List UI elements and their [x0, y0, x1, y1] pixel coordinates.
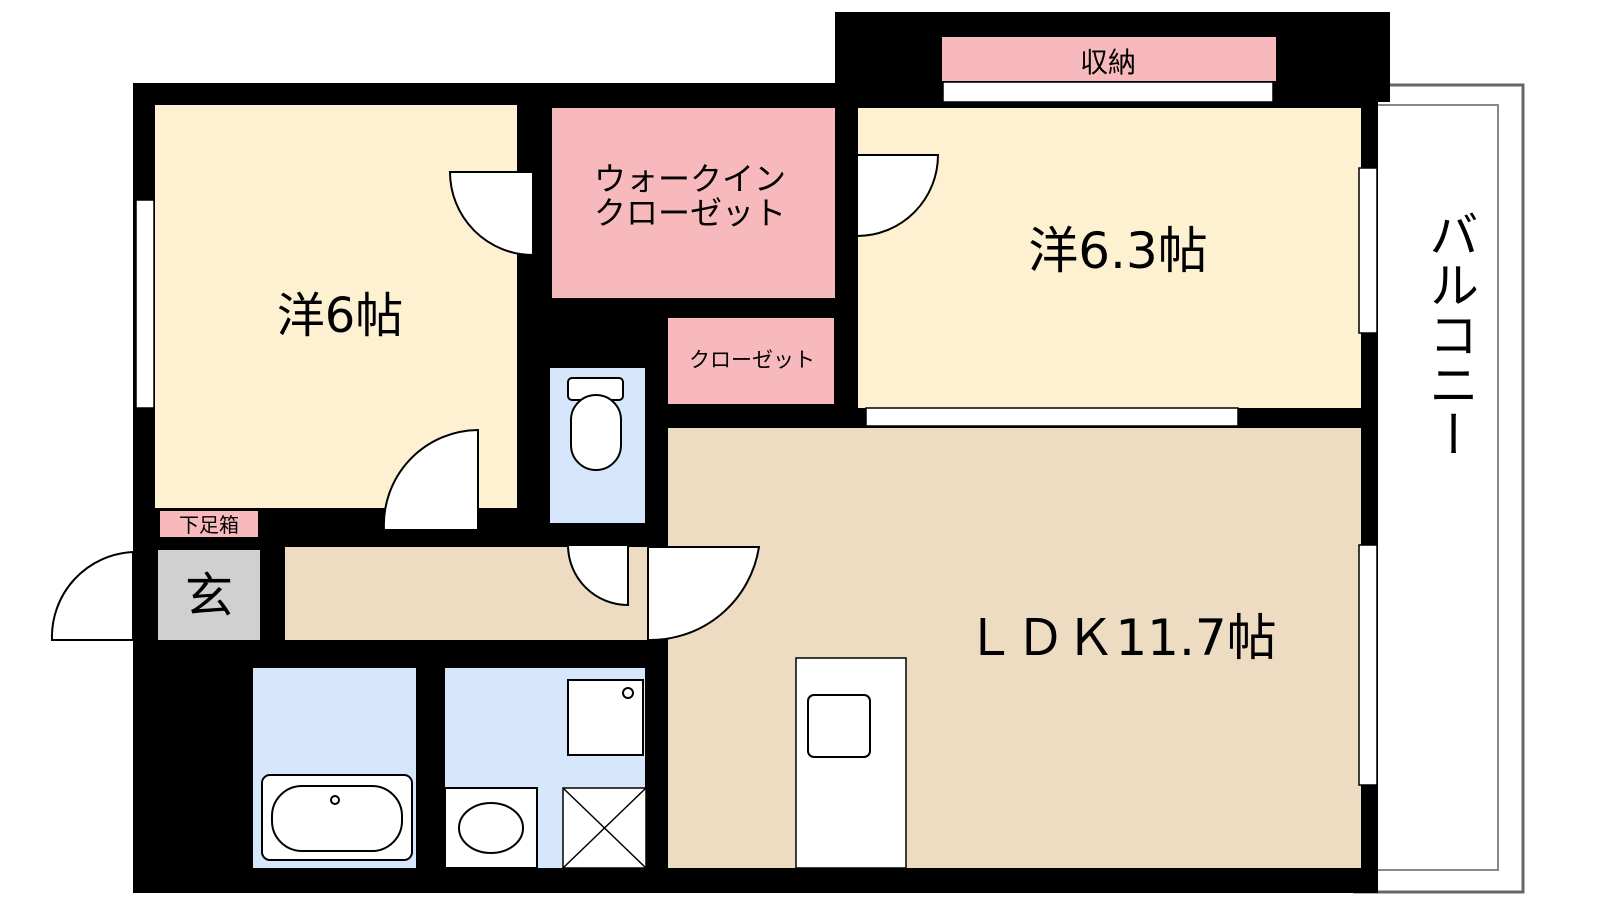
balcony-label: バルコニー [1421, 209, 1479, 459]
western-room-2-label: 洋6.3帖 [1028, 222, 1208, 280]
western-room-2-floor [858, 108, 1361, 408]
shoe-box [160, 511, 258, 537]
shoe-box-label: 下足箱 [179, 513, 239, 537]
kitchen-counter [795, 657, 907, 869]
kitchen-sink-icon [807, 694, 871, 758]
western-room-1-label: 洋6帖 [277, 288, 404, 344]
entrance-label: 玄 [185, 568, 233, 624]
windows [135, 81, 1378, 786]
ldk-label: ＬＤＫ11.7帖 [965, 609, 1276, 667]
doors [50, 154, 940, 642]
toilet-icon [567, 377, 624, 471]
wash-basin-icon [444, 787, 538, 869]
storage-box-icon [562, 787, 647, 869]
entrance-floor [158, 550, 260, 640]
storage-floor [942, 37, 1276, 81]
storage-label: 収納 [1080, 46, 1136, 79]
balcony-area [1353, 83, 1525, 894]
closet-floor [668, 318, 834, 404]
washing-machine-icon [567, 679, 644, 756]
closet-label: クローゼット [689, 348, 815, 372]
ldk-floor [668, 428, 1361, 868]
walk-in-closet-floor [552, 108, 835, 298]
walk-in-closet-label-line1: ウォークイン [594, 160, 786, 198]
bathtub-icon [261, 774, 413, 861]
walk-in-closet-label-line2: クローゼット [594, 194, 786, 232]
